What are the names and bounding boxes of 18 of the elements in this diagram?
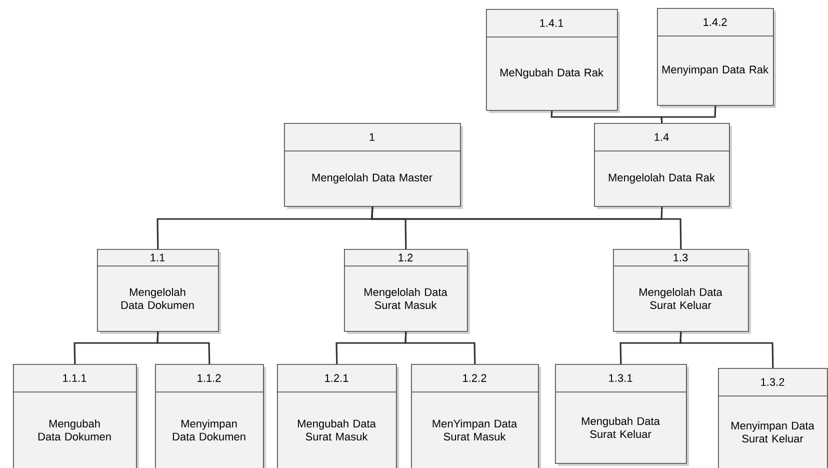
process-box: 1 Mengelolah Data Master (284, 123, 463, 209)
process-box: 1.4.1 MeNgubah Data Rak (486, 9, 620, 113)
process-box: 1.2.1 Mengubah Data Surat Masuk (276, 364, 399, 468)
connector-line (680, 332, 774, 368)
process-box: 1.4 Mengelolah Data Rak (594, 123, 732, 209)
connector-line (156, 332, 210, 364)
process-box: 1.1 Mengelolah Data Dokumen (96, 249, 221, 334)
process-box: 1.3.1 Mengubah Data Surat Keluar (554, 364, 689, 466)
process-box: 1.3 Mengelolah Data Surat Keluar (612, 249, 751, 334)
process-box: 1.2.2 MenYimpan Data Surat Masuk (410, 364, 541, 468)
process-box: 1.3.2 Menyimpan Data Surat Keluar (718, 368, 828, 468)
connector-line (404, 332, 476, 364)
process-box: 1.1.2 Menyimpan Data Dokumen (154, 364, 266, 468)
process-box: 1.2 Mengelolah Data Surat Masuk (344, 249, 470, 334)
process-box: 1.1.1 Mengubah Data Dokumen (12, 364, 139, 468)
connector-line (660, 106, 716, 124)
connector-line (371, 206, 663, 220)
process-box: 1.4.2 Menyimpan Data Rak (656, 8, 776, 108)
